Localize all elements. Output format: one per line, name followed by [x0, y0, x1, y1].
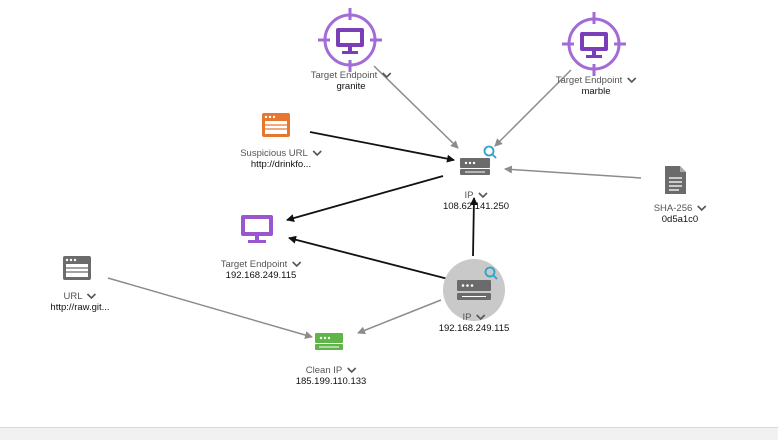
node-value-label: http://drinkfo...: [250, 159, 312, 170]
edge-ip-local-to-clean-ip: [357, 299, 442, 335]
node-value-label: 192.168.249.115: [438, 323, 510, 334]
node-value-label: 192.168.249.115: [225, 270, 297, 281]
chevron-down-icon[interactable]: [475, 313, 486, 321]
node-value-label: http://raw.git...: [50, 302, 110, 313]
chevron-down-icon[interactable]: [346, 366, 356, 374]
node-value-label: marble: [581, 86, 611, 97]
browser-window-icon: [63, 256, 91, 280]
node-type-label: IP: [462, 312, 472, 323]
chevron-down-icon[interactable]: [696, 204, 706, 212]
node-target-local[interactable]: [241, 215, 273, 243]
label-target-granite[interactable]: Target Endpoint granite: [311, 70, 392, 92]
label-target-local[interactable]: Target Endpoint 192.168.249.115: [221, 259, 302, 281]
browser-window-icon: [262, 113, 290, 137]
edges: [107, 65, 642, 339]
node-clean-ip[interactable]: [315, 333, 343, 350]
node-type-label: URL: [63, 291, 83, 302]
node-value-label: granite: [336, 81, 366, 92]
node-value-label: 108.62.141.250: [442, 201, 510, 212]
chevron-down-icon[interactable]: [477, 191, 488, 199]
crosshair-monitor-icon: [318, 8, 382, 72]
node-url[interactable]: [63, 256, 91, 280]
edge-granite-to-ip-top: [373, 65, 459, 149]
search-icon[interactable]: [484, 266, 498, 280]
monitor-icon: [241, 215, 273, 243]
node-ip-top[interactable]: [460, 145, 497, 176]
label-url[interactable]: URL http://raw.git...: [50, 291, 109, 313]
node-type-label: Clean IP: [305, 365, 343, 376]
node-type-label: Target Endpoint: [555, 75, 623, 86]
node-value-label: 185.199.110.133: [295, 376, 367, 387]
label-suspicious-url[interactable]: Suspicious URL http://drinkfo...: [240, 148, 322, 170]
edge-ip-local-to-target-local: [288, 235, 453, 281]
edge-ip-local-to-ip-top: [469, 197, 478, 257]
server-icon: [315, 333, 343, 350]
chevron-down-icon[interactable]: [291, 260, 301, 268]
label-ip-local[interactable]: IP 192.168.249.115: [439, 312, 510, 334]
chevron-down-icon[interactable]: [312, 149, 322, 157]
server-icon: [460, 158, 490, 175]
chevron-down-icon[interactable]: [381, 71, 391, 79]
node-type-label: Target Endpoint: [310, 70, 378, 81]
node-sha256[interactable]: [665, 166, 686, 194]
search-icon[interactable]: [483, 145, 497, 159]
chevron-down-icon[interactable]: [86, 292, 97, 300]
bottom-panel-edge: [0, 427, 778, 440]
edge-marble-to-ip-top: [494, 69, 572, 147]
label-sha256[interactable]: SHA-256 0d5a1c0: [654, 203, 707, 225]
label-ip-top[interactable]: IP 108.62.141.250: [443, 190, 509, 212]
node-type-label: Target Endpoint: [220, 259, 288, 270]
node-type-label: IP: [464, 190, 474, 201]
node-ip-local[interactable]: [443, 259, 505, 321]
node-type-label: Suspicious URL: [240, 148, 308, 159]
node-target-marble[interactable]: [562, 12, 626, 76]
chevron-down-icon[interactable]: [626, 76, 636, 84]
server-icon: [457, 280, 491, 300]
edge-ip-top-to-target-local: [286, 175, 444, 222]
edge-sha256-to-ip-top: [504, 165, 642, 179]
crosshair-monitor-icon: [562, 12, 626, 76]
label-clean-ip[interactable]: Clean IP 185.199.110.133: [296, 365, 367, 387]
node-suspicious-url[interactable]: [262, 113, 290, 137]
label-target-marble[interactable]: Target Endpoint marble: [556, 75, 637, 97]
node-value-label: 0d5a1c0: [661, 214, 699, 225]
edge-suspicious-url-to-ip-top: [309, 131, 455, 163]
edge-url-to-clean-ip: [107, 277, 313, 339]
node-type-label: SHA-256: [653, 203, 693, 214]
node-target-granite[interactable]: [318, 8, 382, 72]
document-icon: [665, 166, 686, 194]
